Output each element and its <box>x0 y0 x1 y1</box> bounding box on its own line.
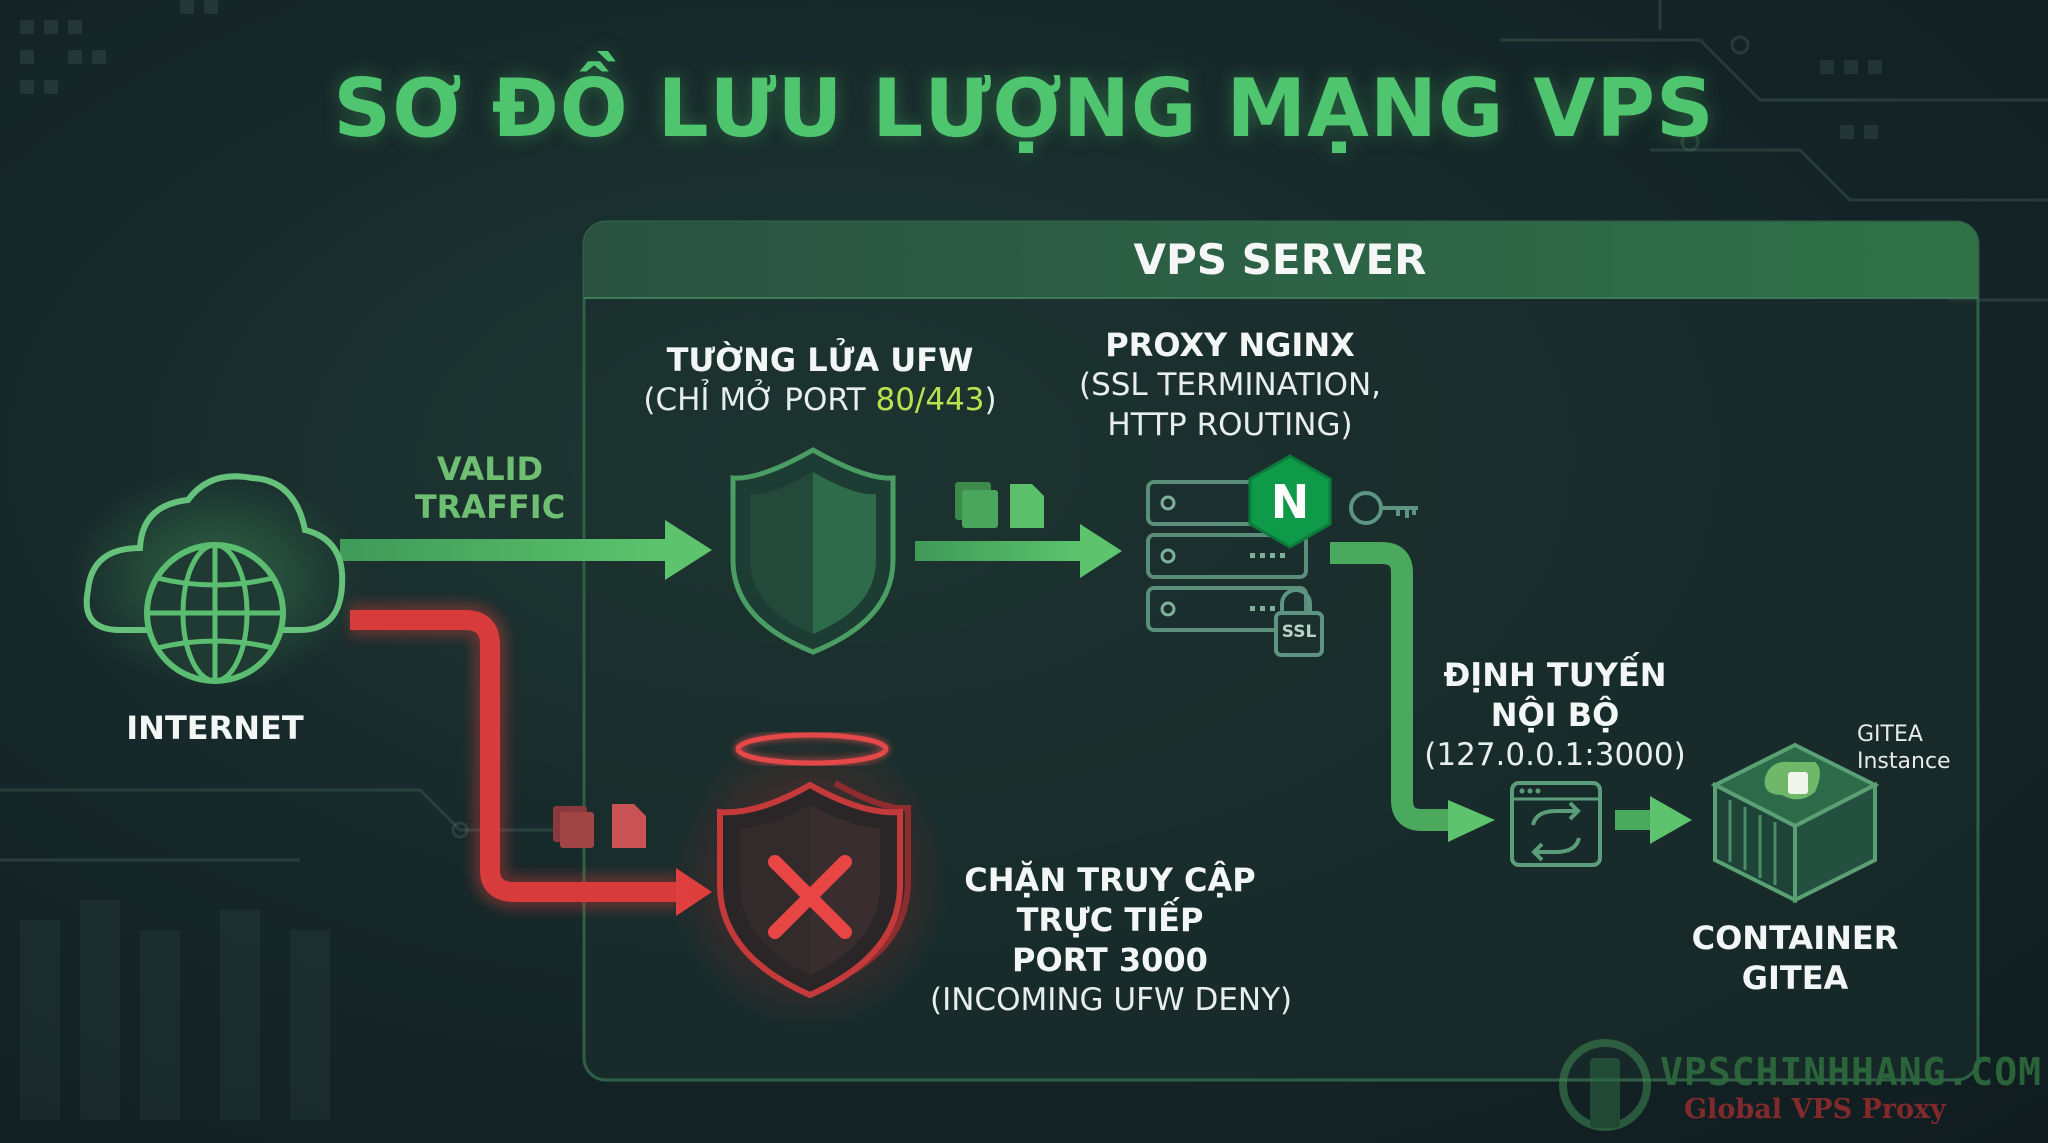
routing-address: (127.0.0.1:3000) <box>1424 737 1686 773</box>
valid-traffic-line2: TRAFFIC <box>414 488 566 526</box>
gitea-container-icon <box>1710 742 1880 904</box>
proxy-to-routing-arrow <box>1330 542 1495 842</box>
gitea-tag-line2: Instance <box>1857 749 1951 774</box>
routing-to-gitea-arrow <box>1615 796 1692 844</box>
internet-cloud-icon <box>65 470 365 690</box>
packet-icons-valid <box>955 482 1044 528</box>
firewall-shield-icon <box>730 447 896 655</box>
watermark: VPSCHINHHANG.COM Global VPS Proxy <box>1660 1050 2043 1125</box>
gitea-label-line1: CONTAINER <box>1691 919 1899 957</box>
packet-icons-blocked <box>553 804 646 848</box>
proxy-line2: (SSL TERMINATION, <box>1078 367 1382 403</box>
blocked-label: CHẶN TRUY CẬP TRỰC TIẾP PORT 3000 (INCOM… <box>930 860 1293 1020</box>
blocked-line1: CHẶN TRUY CẬP <box>964 861 1256 899</box>
blocked-line3: PORT 3000 <box>1012 941 1208 979</box>
watermark-tagline: Global VPS Proxy <box>1684 1094 1946 1125</box>
routing-line1: ĐỊNH TUYẾN <box>1443 656 1667 694</box>
proxy-line3: HTTP ROUTING) <box>1107 407 1353 443</box>
firewall-subtitle-prefix: (CHỈ MỞ PORT <box>643 382 876 418</box>
nginx-logo-letter: N <box>1270 475 1310 529</box>
firewall-subtitle-suffix: ) <box>984 382 997 418</box>
proxy-label: PROXY NGINX (SSL TERMINATION, HTTP ROUTI… <box>1060 325 1400 445</box>
gitea-instance-tag: GITEA Instance <box>1857 721 1951 775</box>
routing-label: ĐỊNH TUYẾN NỘI BỘ (127.0.0.1:3000) <box>1420 655 1690 775</box>
watermark-url: VPSCHINHHANG.COM <box>1660 1050 2043 1094</box>
valid-traffic-line1: VALID <box>436 450 544 488</box>
gitea-tag-line1: GITEA <box>1857 722 1923 747</box>
blocked-shield-icon <box>670 730 950 1030</box>
firewall-to-proxy-arrow <box>915 524 1122 578</box>
firewall-label: TƯỜNG LỬA UFW (CHỈ MỞ PORT 80/443) <box>620 340 1020 420</box>
nginx-server-icon <box>1146 454 1418 657</box>
proxy-title: PROXY NGINX <box>1105 326 1355 364</box>
gitea-label-line2: GITEA <box>1741 959 1849 997</box>
firewall-open-ports: 80/443 <box>875 382 985 418</box>
page-title: SƠ ĐỒ LƯU LƯỢNG MẠNG VPS <box>333 62 1715 155</box>
routing-icon <box>1510 781 1602 867</box>
valid-traffic-arrow <box>340 520 712 580</box>
watermark-logo <box>1559 1039 1651 1131</box>
blocked-line4: (INCOMING UFW DENY) <box>930 982 1293 1018</box>
dot-grid-decoration <box>20 0 1882 1120</box>
routing-line2: NỘI BỘ <box>1490 696 1620 734</box>
valid-traffic-label: VALID TRAFFIC <box>410 450 570 526</box>
firewall-title: TƯỜNG LỬA UFW <box>666 341 974 379</box>
gitea-container-label: CONTAINER GITEA <box>1680 918 1910 998</box>
internet-label: INTERNET <box>126 709 304 747</box>
ssl-badge: SSL <box>1281 622 1317 642</box>
vps-server-title: VPS SERVER <box>1133 235 1427 284</box>
blocked-line2: TRỰC TIẾP <box>1016 901 1204 939</box>
